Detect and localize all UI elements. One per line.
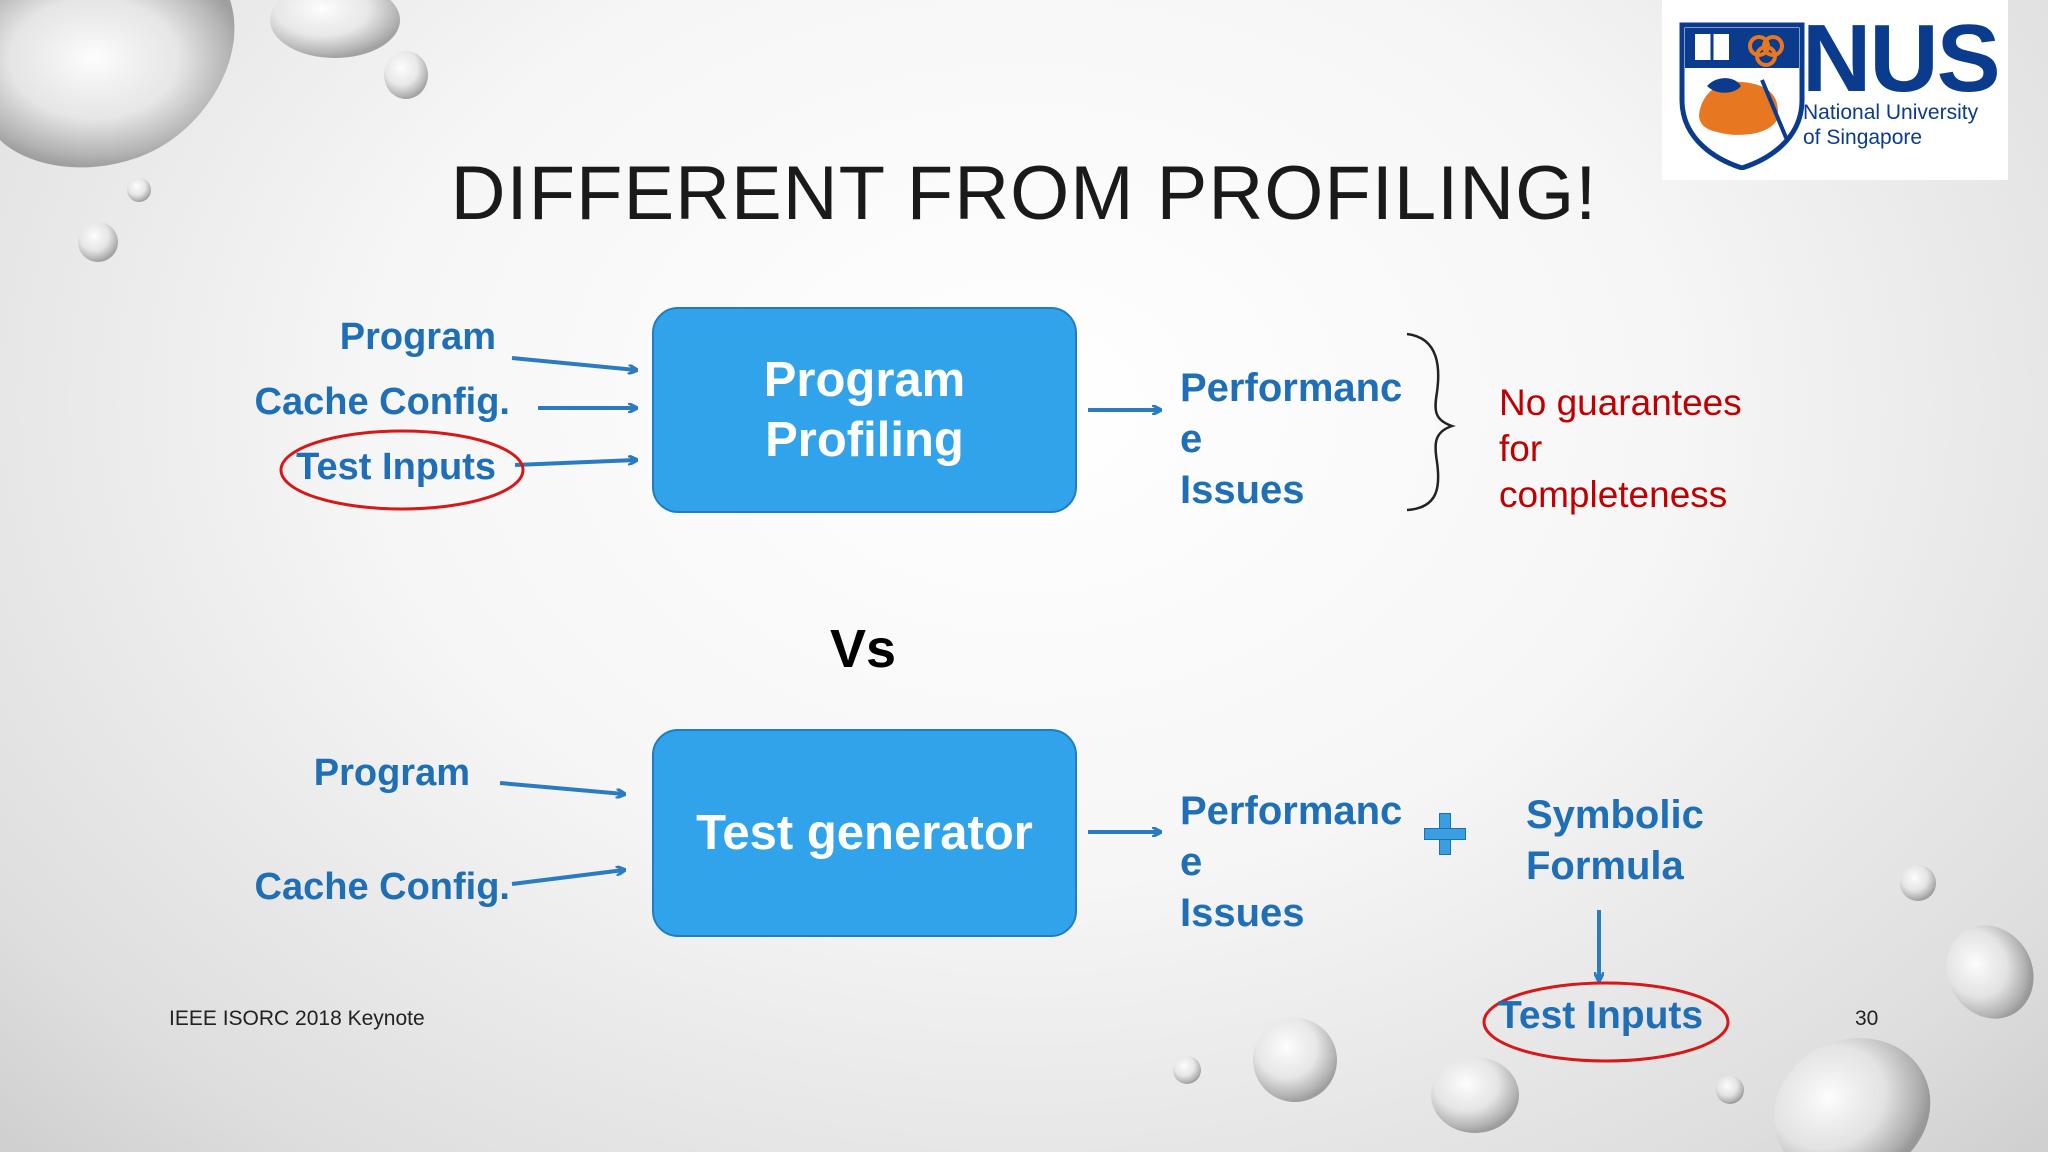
droplet: [384, 51, 428, 99]
nus-logo: NUS National University of Singapore: [1662, 0, 2008, 180]
bottom-input-program: Program: [313, 752, 470, 794]
droplet: [1716, 1076, 1744, 1104]
droplet: [0, 0, 235, 168]
curly-brace: [1406, 332, 1456, 512]
test-generator-box: Test generator: [652, 729, 1077, 937]
top-output-performance-issues: Performanc e Issues: [1180, 366, 1403, 512]
top-input-cache-config: Cache Config.: [254, 381, 510, 423]
symbolic-formula: Symbolic Formula: [1526, 793, 1704, 888]
no-guarantees-note: No guarantees for completeness: [1499, 382, 1742, 515]
droplet: [1173, 1056, 1201, 1084]
slide-title: DIFFERENT FROM PROFILING!: [450, 151, 1598, 236]
droplet: [1900, 865, 1936, 901]
bottom-output-performance-issues: Performanc e Issues: [1180, 789, 1403, 935]
test-generator-box-label: Test generator: [696, 806, 1033, 860]
vs-label: Vs: [830, 619, 897, 679]
droplet: [1773, 1038, 1931, 1152]
program-profiling-box: Program Profiling: [652, 307, 1077, 513]
top-input-test-inputs: Test Inputs: [296, 446, 496, 488]
arrow-program-to-profiling: [511, 356, 636, 370]
footer-conference: IEEE ISORC 2018 Keynote: [169, 1007, 425, 1030]
nus-logo-acronym: NUS: [1802, 5, 2001, 112]
arrow-testinputs-to-profiling: [514, 460, 636, 467]
droplet: [270, 0, 400, 58]
plus-icon: [1424, 813, 1466, 855]
droplet: [1946, 925, 2034, 1019]
droplet: [1253, 1018, 1337, 1102]
nus-logo-full-name: National University of Singapore: [1803, 101, 1979, 149]
arrow-cache-to-generator: [511, 870, 624, 886]
bottom-input-cache-config: Cache Config.: [254, 866, 510, 908]
top-input-program: Program: [339, 316, 496, 358]
nus-crest-icon: [1679, 22, 1805, 170]
program-profiling-box-line2: Profiling: [765, 413, 964, 467]
bottom-result-test-inputs: Test Inputs: [1498, 994, 1704, 1037]
program-profiling-box-line1: Program: [763, 353, 966, 407]
slide-number: 30: [1855, 1007, 1879, 1030]
droplet: [1431, 1057, 1519, 1133]
arrow-program-to-generator: [499, 781, 624, 794]
